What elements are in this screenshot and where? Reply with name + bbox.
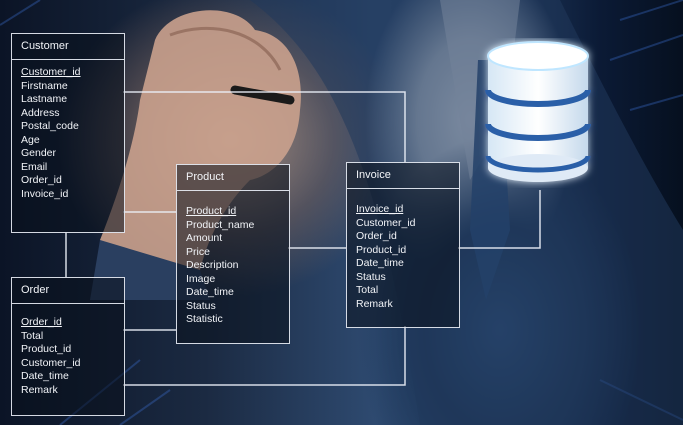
field-row: Date_time [356, 257, 404, 269]
database-icon [485, 41, 591, 182]
field-row: Remark [356, 297, 393, 310]
field-row: Customer_id [356, 216, 416, 229]
field-row: Address [21, 106, 60, 119]
customer-table[interactable]: Customer Customer_id Firstname Lastname … [11, 33, 125, 233]
order-table-title: Order [12, 278, 124, 304]
field-row: Description [186, 259, 239, 271]
field-row: Invoice_id [356, 203, 404, 215]
field-row: Customer_id [21, 66, 81, 78]
field-row: Age [21, 133, 40, 146]
customer-table-title: Customer [12, 34, 124, 60]
field-row: Date_time [186, 286, 234, 298]
invoice-field-list: Invoice_id Customer_id Order_id Product_… [347, 189, 459, 311]
field-row: Product_id [186, 205, 237, 217]
field-row: Customer_id [21, 356, 81, 369]
field-row: Date_time [21, 370, 69, 382]
field-row: Order_id [21, 174, 62, 186]
invoice-table-title: Invoice [347, 163, 459, 189]
field-row: Image [186, 272, 216, 285]
order-table[interactable]: Order Order_id Total Product_id Customer… [11, 277, 125, 416]
field-row: Invoice_id [21, 187, 69, 200]
customer-field-list: Customer_id Firstname Lastname Address P… [12, 60, 124, 201]
field-row: Product_name [186, 218, 255, 231]
field-row: Gender [21, 147, 57, 159]
field-row: Firstname [21, 79, 68, 92]
field-row: Status [186, 299, 216, 312]
field-row: Total [356, 284, 379, 296]
field-row: Lastname [21, 93, 68, 105]
product-field-list: Product_id Product_name Amount Price Des… [177, 191, 289, 327]
order-field-list: Order_id Total Product_id Customer_id Da… [12, 304, 124, 397]
field-row: Remark [21, 383, 58, 396]
field-row: Product_id [356, 243, 407, 256]
product-table[interactable]: Product Product_id Product_name Amount P… [176, 164, 290, 344]
field-row: Price [186, 245, 210, 258]
field-row: Product_id [21, 343, 72, 355]
field-row: Email [21, 160, 48, 173]
field-row: Order_id [356, 230, 397, 242]
field-row: Status [356, 270, 386, 283]
invoice-table[interactable]: Invoice Invoice_id Customer_id Order_id … [346, 162, 460, 328]
field-row: Postal_code [21, 120, 79, 132]
field-row: Amount [186, 232, 223, 244]
field-row: Order_id [21, 316, 62, 328]
product-table-title: Product [177, 165, 289, 191]
field-row: Total [21, 329, 44, 342]
field-row: Statistic [186, 313, 223, 325]
